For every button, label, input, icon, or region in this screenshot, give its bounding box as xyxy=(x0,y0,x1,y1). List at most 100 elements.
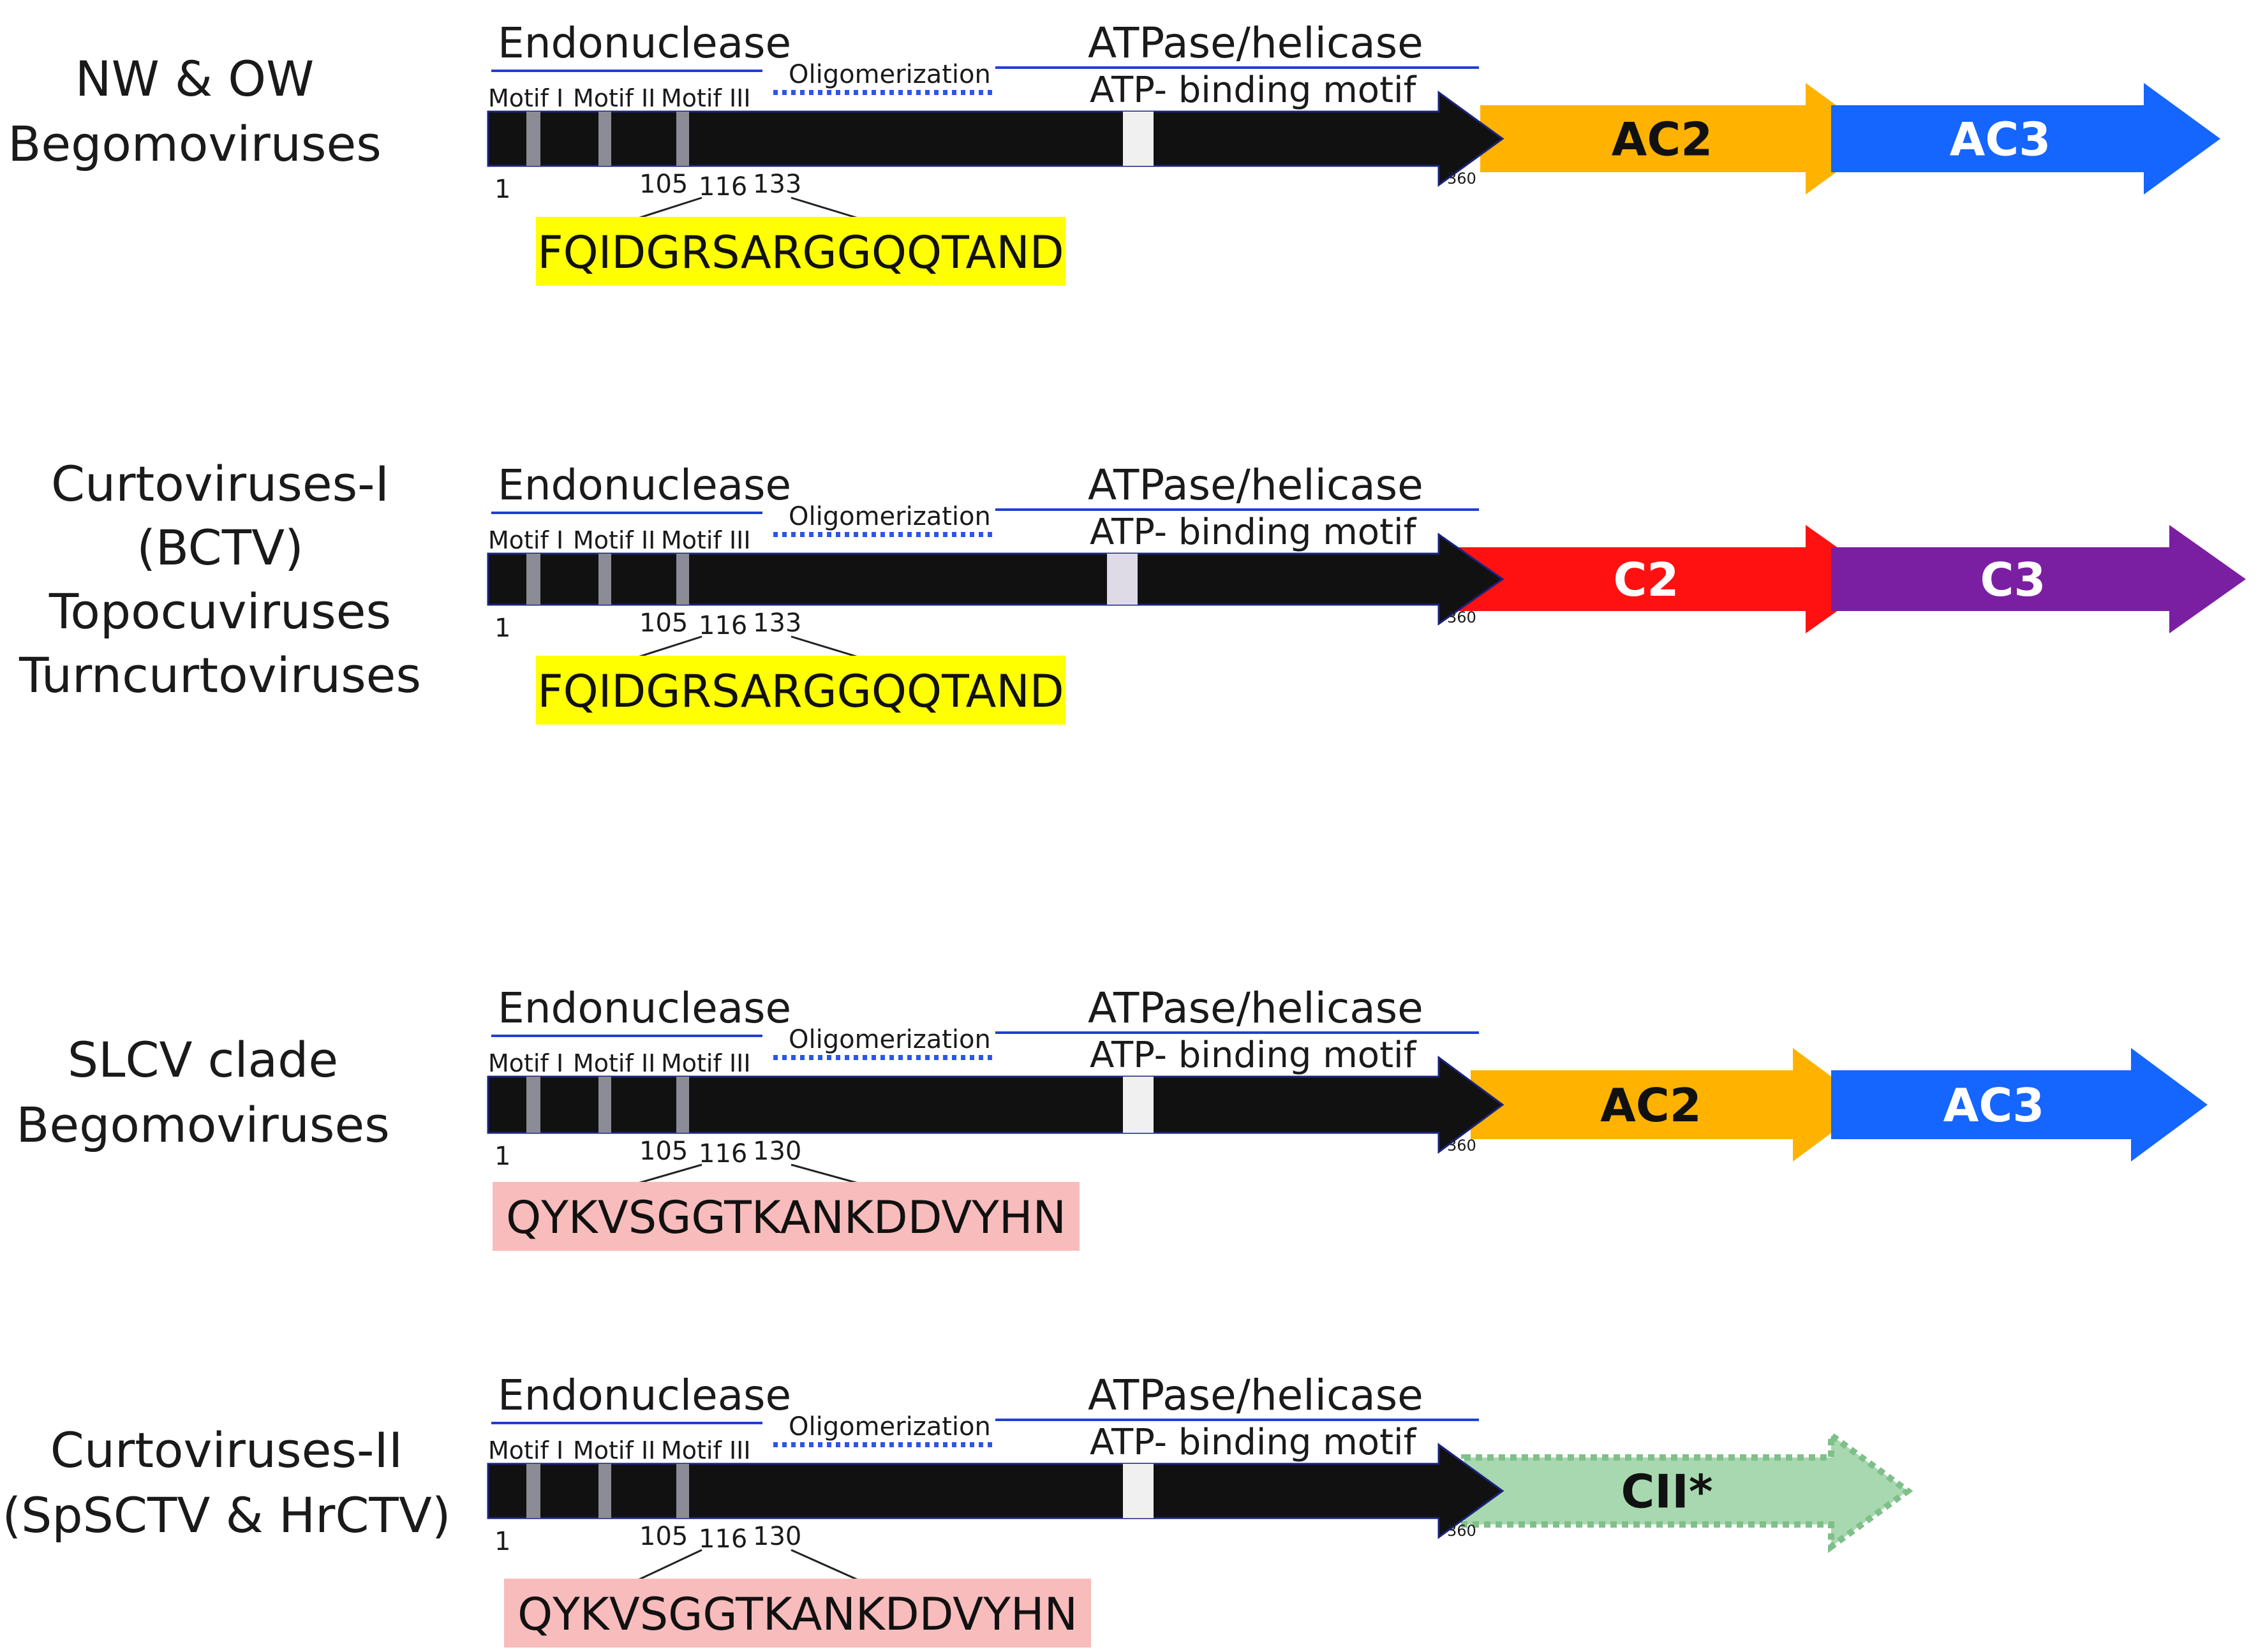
motif-label-3: Motif III xyxy=(661,84,751,112)
position-start: 1 xyxy=(494,175,510,204)
motif-marker-2 xyxy=(598,1077,611,1133)
group-label-line: (BCTV) xyxy=(137,519,304,576)
gene-arrow-ac2 xyxy=(1480,83,1882,195)
oligomerization-label: Oligomerization xyxy=(789,1412,991,1442)
motif-label-1: Motif I xyxy=(488,84,563,112)
motif-label-1: Motif I xyxy=(488,526,563,554)
endonuclease-label: Endonuclease xyxy=(498,461,791,510)
oligomerization-label: Oligomerization xyxy=(789,502,991,531)
rep-protein-arrow xyxy=(487,533,1504,626)
position-116: 116 xyxy=(699,1524,747,1554)
atpase-helicase-label: ATPase/helicase xyxy=(1088,984,1423,1033)
motif-label-2: Motif II xyxy=(573,84,655,112)
connector-line-right xyxy=(791,1163,859,1184)
atp-binding-motif-label: ATP- binding motif xyxy=(1090,1422,1417,1463)
group-label-line: Topocuviruses xyxy=(48,583,391,640)
group-label-line: SLCV clade xyxy=(68,1031,338,1088)
motif-marker-1 xyxy=(526,1077,540,1133)
position-360: 360 xyxy=(1447,608,1476,626)
atp-binding-motif-label: ATP- binding motif xyxy=(1090,70,1417,111)
sequence-highlight xyxy=(493,1182,1080,1251)
motif-label-3: Motif III xyxy=(661,526,751,554)
position-end-motif: 130 xyxy=(753,1137,801,1166)
atp-binding-marker xyxy=(1107,554,1138,605)
gene-label: C2 xyxy=(1614,553,1679,607)
gene-label: AC3 xyxy=(1943,1079,2045,1132)
atpase-helicase-label: ATPase/helicase xyxy=(1088,18,1423,68)
position-105: 105 xyxy=(639,1137,688,1166)
position-end-motif: 130 xyxy=(753,1522,801,1551)
sequence-text: FQIDGRSARGGQQTAND xyxy=(537,665,1064,718)
motif-marker-2 xyxy=(598,1464,611,1518)
gene-label: AC3 xyxy=(1950,113,2051,166)
atp-binding-marker xyxy=(1123,1077,1154,1133)
group-label-line: Begomoviruses xyxy=(16,1096,390,1153)
motif-label-3: Motif III xyxy=(661,1436,751,1464)
group-label: Curtoviruses-II (SpSCTV & HrCTV) xyxy=(3,1422,451,1544)
gene-label: C3 xyxy=(1980,553,2046,607)
oligomerization-label: Oligomerization xyxy=(789,1025,991,1054)
connector-line-left xyxy=(637,1163,702,1184)
endonuclease-label: Endonuclease xyxy=(498,984,791,1033)
oligomerization-label: Oligomerization xyxy=(789,60,991,89)
position-start: 1 xyxy=(494,1527,510,1556)
atpase-helicase-label: ATPase/helicase xyxy=(1088,1371,1423,1420)
position-105: 105 xyxy=(639,608,688,638)
atp-binding-marker xyxy=(1123,112,1154,166)
motif-marker-1 xyxy=(526,1464,540,1518)
gene-arrow-ac2 xyxy=(1471,1048,1869,1162)
rep-row-4: Curtoviruses-II(SpSCTV & HrCTV)Endonucle… xyxy=(3,1371,1913,1648)
atpase-helicase-label: ATPase/helicase xyxy=(1088,461,1423,510)
position-end-motif: 133 xyxy=(753,608,801,638)
sequence-highlight xyxy=(536,656,1066,725)
motif-label-1: Motif I xyxy=(488,1436,563,1464)
rep-protein-arrow xyxy=(487,1056,1504,1154)
position-start: 1 xyxy=(494,614,510,643)
connector-line-right xyxy=(791,196,859,219)
motif-label-2: Motif II xyxy=(573,1049,655,1077)
position-105: 105 xyxy=(639,170,688,199)
rep-protein-arrow xyxy=(487,1443,1504,1539)
connector-line-left xyxy=(637,635,702,658)
position-116: 116 xyxy=(699,1139,747,1169)
gene-label: AC2 xyxy=(1612,113,1713,166)
group-label-line: Curtoviruses-II xyxy=(50,1422,403,1479)
motif-marker-3 xyxy=(676,1077,689,1133)
motif-marker-1 xyxy=(526,554,540,605)
position-end-motif: 133 xyxy=(753,170,801,199)
sequence-highlight xyxy=(504,1579,1091,1648)
sequence-text: QYKVSGGTKANKDDVYHN xyxy=(506,1191,1066,1244)
position-105: 105 xyxy=(639,1522,688,1551)
sequence-text: QYKVSGGTKANKDDVYHN xyxy=(517,1588,1078,1641)
motif-marker-3 xyxy=(676,112,689,166)
group-label-line: Begomoviruses xyxy=(8,115,382,172)
position-360: 360 xyxy=(1447,1522,1476,1540)
motif-marker-3 xyxy=(676,1464,689,1518)
motif-label-2: Motif II xyxy=(573,1436,655,1464)
atp-binding-motif-label: ATP- binding motif xyxy=(1090,1035,1417,1076)
sequence-text: FQIDGRSARGGQQTAND xyxy=(537,226,1064,279)
motif-label-1: Motif I xyxy=(488,1049,563,1077)
position-116: 116 xyxy=(699,172,747,202)
gene-arrow-c2 xyxy=(1448,525,1882,633)
rep-row-2: Curtoviruses-I(BCTV)TopocuvirusesTurncur… xyxy=(19,455,2246,725)
gene-label: AC2 xyxy=(1600,1079,1702,1132)
gene-arrow-ac3 xyxy=(1831,1048,2208,1162)
position-360: 360 xyxy=(1447,170,1476,188)
group-label-line: (SpSCTV & HrCTV) xyxy=(3,1487,451,1544)
connector-line-right xyxy=(791,1549,859,1581)
connector-line-right xyxy=(791,635,859,658)
motif-label-2: Motif II xyxy=(573,526,655,554)
atp-binding-marker xyxy=(1123,1464,1154,1518)
motif-marker-2 xyxy=(598,112,611,166)
gene-arrow-c3 xyxy=(1831,525,2246,633)
endonuclease-label: Endonuclease xyxy=(498,18,791,68)
gene-label: CII* xyxy=(1621,1465,1712,1519)
motif-marker-3 xyxy=(676,554,689,605)
motif-marker-1 xyxy=(526,112,540,166)
group-label-line: Curtoviruses-I xyxy=(51,455,389,512)
